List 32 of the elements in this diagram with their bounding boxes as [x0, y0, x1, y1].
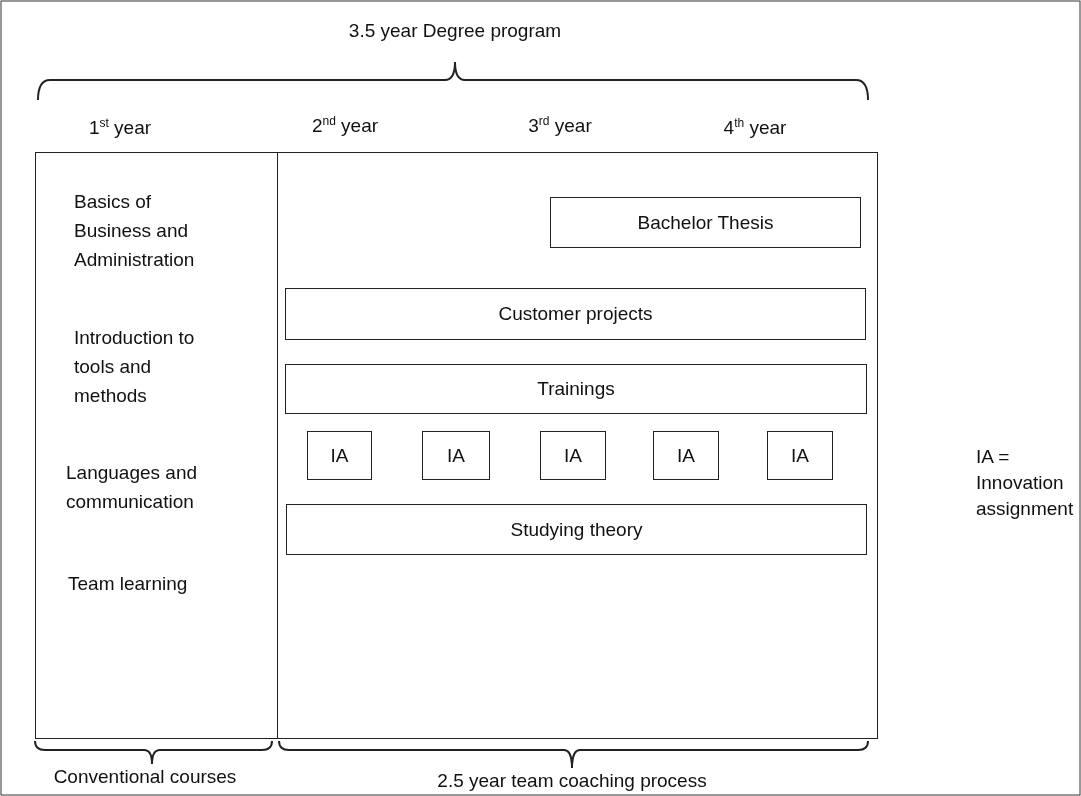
- box-label: IA: [564, 444, 582, 467]
- course-box: [550, 197, 861, 248]
- box-label: IA: [447, 444, 465, 467]
- course-text: Basics of Business and Administration: [74, 190, 196, 272]
- box-label: Bachelor Thesis: [637, 211, 774, 234]
- course-box: [285, 364, 867, 414]
- box-label: Trainings: [537, 378, 615, 400]
- box-label: IA: [791, 444, 809, 467]
- course-box: [307, 431, 372, 480]
- course-text: Languages and communication: [66, 461, 198, 514]
- course-box: [422, 431, 490, 480]
- box-label: IA: [330, 444, 349, 467]
- box-label: IA: [677, 444, 695, 467]
- course-box: [285, 288, 866, 340]
- year-label: 2$^{nd}$ year: [310, 113, 380, 139]
- bracket-label: Conventional courses: [52, 765, 238, 789]
- course-box: [653, 431, 719, 480]
- course-text: Team learning: [68, 572, 189, 596]
- heading: 3.5 year Degree program: [347, 19, 563, 43]
- course-box: [767, 431, 833, 480]
- panel: [35, 152, 278, 739]
- course-box: [286, 504, 867, 555]
- course-text: Introduction to tools and methods: [74, 326, 196, 408]
- year-label: 4$^{th}$ year: [722, 115, 788, 141]
- box-label: Customer projects: [498, 303, 653, 325]
- year-label: 1$^{st}$ year: [87, 115, 153, 141]
- bracket-label: 2.5 year team coaching process: [436, 769, 708, 793]
- legend-note: IA = Innovation assignment: [976, 445, 1074, 521]
- course-box: [540, 431, 606, 480]
- panel: [277, 152, 878, 739]
- year-label: 3$^{rd}$ year: [527, 113, 593, 139]
- box-label: Studying theory: [510, 518, 643, 541]
